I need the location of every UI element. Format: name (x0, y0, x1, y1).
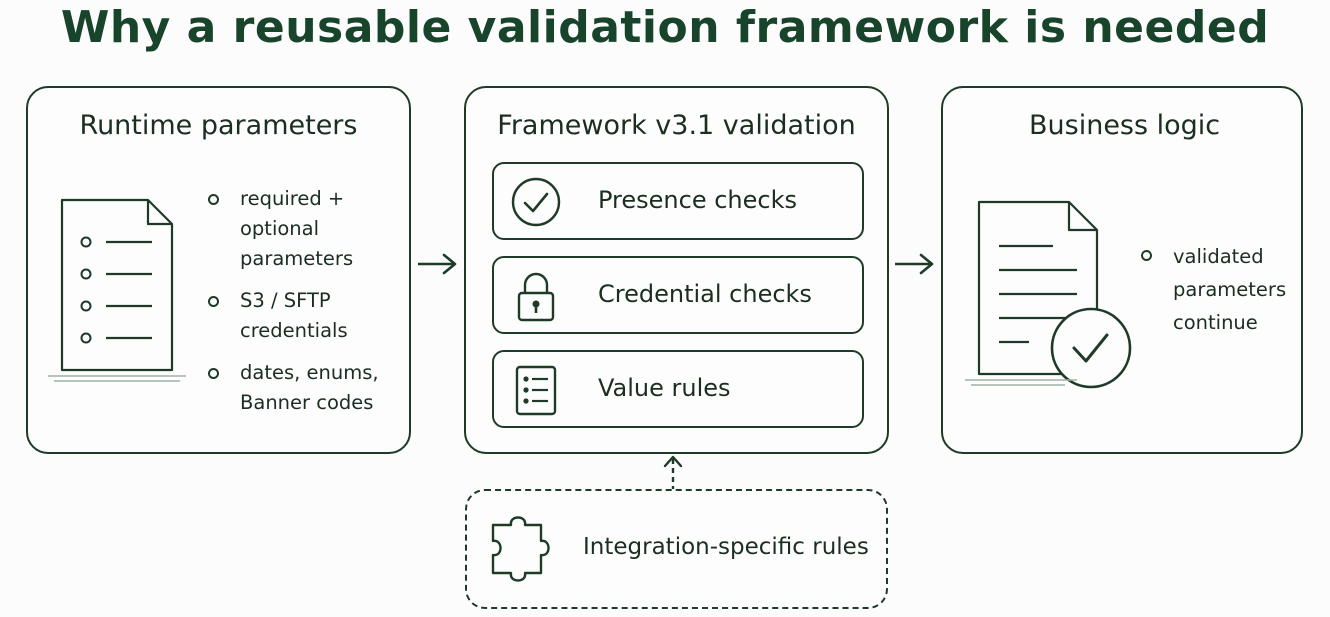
presence-checks-label: Presence checks (598, 186, 797, 214)
bullet-line: S3 / SFTP (240, 289, 331, 312)
padlock-icon (517, 272, 555, 322)
bullet-line: Banner codes (240, 391, 374, 414)
integration-rules-label: Integration-specific rules (583, 534, 869, 560)
bullet-line: parameters (240, 247, 354, 270)
list-item: S3 / SFTP credentials (206, 286, 379, 346)
up-arrow-icon (663, 455, 683, 491)
puzzle-piece-icon (491, 516, 550, 582)
framework-validation-box: Framework v3.1 validation Presence check… (464, 86, 889, 454)
runtime-parameters-box: Runtime parameters required + optional p… (26, 86, 411, 454)
bullet-line: optional (240, 217, 320, 240)
parameter-document-icon (48, 198, 186, 382)
list-item: validated parameters continue (1139, 240, 1286, 339)
bullet-line: parameters (1173, 278, 1287, 301)
business-logic-title: Business logic (1029, 110, 1221, 141)
right-arrow-icon (418, 253, 457, 275)
bullet-line: dates, enums, (240, 361, 379, 384)
credential-checks-label: Credential checks (598, 280, 812, 308)
framework-validation-title: Framework v3.1 validation (497, 110, 856, 141)
business-logic-box: Business logic validated parameters cont… (941, 86, 1303, 454)
diagram-title: Why a reusable validation framework is n… (60, 2, 1270, 53)
presence-checks-card: Presence checks (492, 162, 864, 240)
bullet-line: credentials (240, 319, 348, 342)
integration-rules-box: Integration-specific rules (465, 489, 888, 609)
list-item: dates, enums, Banner codes (206, 358, 379, 418)
checkmark-circle-icon (511, 177, 561, 227)
credential-checks-card: Credential checks (492, 256, 864, 334)
bullet-line: continue (1173, 311, 1258, 334)
value-rules-card: Value rules (492, 350, 864, 428)
validated-document-icon (965, 200, 1132, 389)
business-logic-list: validated parameters continue (1139, 240, 1286, 351)
right-arrow-icon (895, 253, 934, 275)
runtime-parameters-list: required + optional parameters S3 / SFTP… (206, 184, 379, 430)
value-rules-label: Value rules (598, 374, 731, 402)
bullet-line: required + (240, 187, 345, 210)
checklist-icon (515, 365, 557, 416)
runtime-parameters-title: Runtime parameters (79, 110, 358, 141)
list-item: required + optional parameters (206, 184, 379, 274)
bullet-line: validated (1173, 245, 1264, 268)
